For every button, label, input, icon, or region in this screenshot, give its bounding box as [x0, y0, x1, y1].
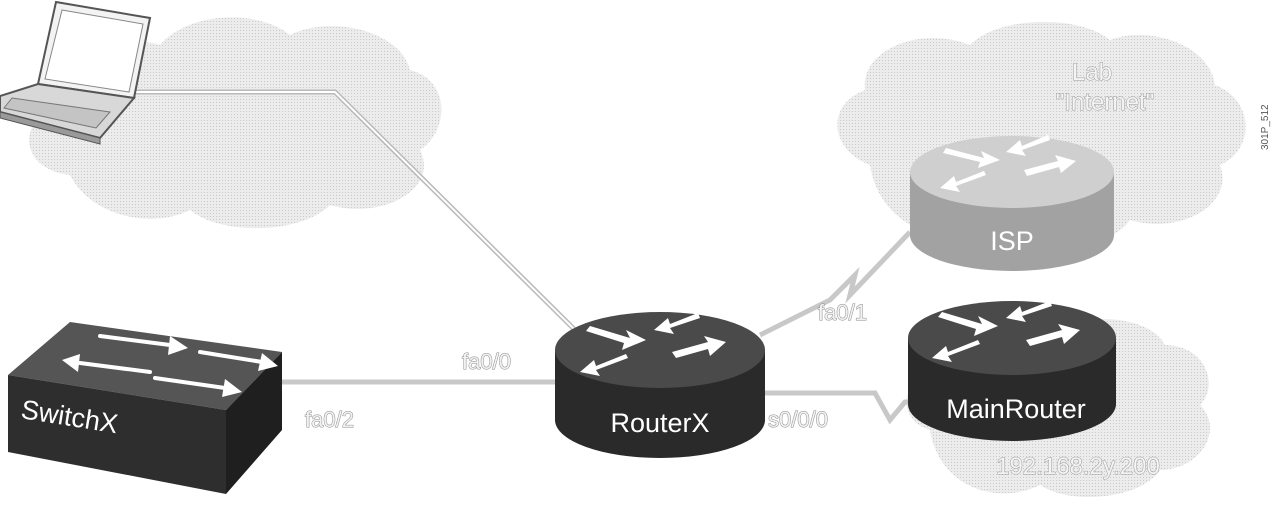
router-s000-label: s0/0/0	[768, 407, 828, 432]
figure-id: 301P_512	[1260, 104, 1271, 150]
routerx-name-label: RouterX	[610, 408, 709, 438]
link-router-mainrouter-serial	[765, 390, 912, 425]
isp-name-label: ISP	[990, 226, 1034, 256]
internet-cloud-label-line1: Lab	[1072, 59, 1112, 86]
isp-arrows-icon	[940, 135, 1076, 192]
mainrouter-arrows-icon	[932, 301, 1080, 362]
link-router-isp-serial	[758, 230, 912, 338]
main-subnet-label: 192.168.2y.200	[996, 453, 1160, 480]
switch-arrows-icon	[62, 334, 278, 397]
internet-cloud-label-line2: "Internet"	[1056, 89, 1154, 116]
isp-device: ISP	[910, 135, 1114, 271]
mainrouter-device: MainRouter	[908, 301, 1116, 441]
router-fa01-label: fa0/1	[818, 300, 867, 325]
mainrouter-name-label: MainRouter	[946, 394, 1086, 424]
laptop-icon	[0, 0, 152, 145]
router-arrows-icon	[580, 313, 726, 376]
link-laptop-router	[135, 89, 577, 332]
switch-fa02-label: fa0/2	[305, 407, 354, 432]
switch-device: SwitchX	[8, 322, 282, 494]
router-fa00-label: fa0/0	[462, 349, 511, 374]
routerx-device: RouterX	[555, 312, 765, 458]
